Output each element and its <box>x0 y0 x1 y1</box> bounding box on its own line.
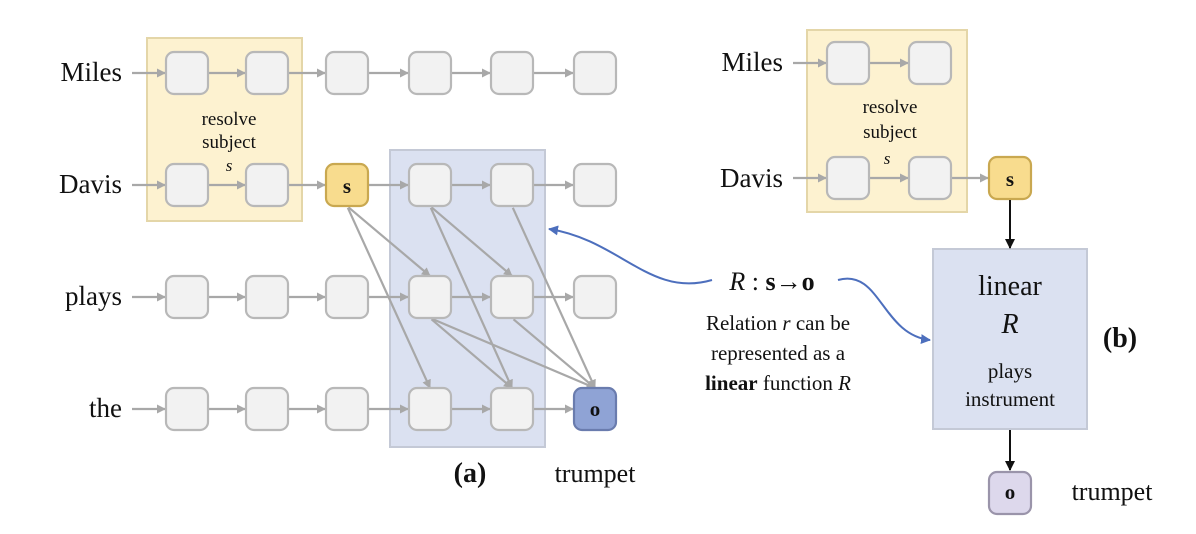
annotation-line1-var: r <box>782 311 791 335</box>
object-node-a <box>572 386 618 432</box>
hidden-state-node <box>407 386 453 432</box>
hidden-state-node <box>572 50 618 96</box>
hidden-state-node <box>572 162 618 208</box>
resolve-label-a-line1: resolve <box>202 109 257 130</box>
linear-box-title: linear <box>978 271 1042 302</box>
relation-formula-R: R <box>728 267 745 296</box>
hidden-state-node-b <box>907 155 953 201</box>
subject-node-label-a: s <box>343 174 351 198</box>
attention-arrow-5 <box>430 318 513 389</box>
object-node-b <box>987 470 1033 516</box>
panel-label-b: (b) <box>1103 323 1137 354</box>
hidden-state-node-b <box>907 40 953 86</box>
subject-node-b <box>987 155 1033 201</box>
linear-box-line4: instrument <box>965 387 1055 411</box>
attention-arrow-6 <box>431 317 596 390</box>
annotation-line3-bold: linear <box>705 371 758 395</box>
hidden-state-node <box>407 50 453 96</box>
linear-function-box <box>932 248 1088 430</box>
relation-formula: R : s→o <box>728 267 814 296</box>
hidden-state-node <box>324 274 370 320</box>
resolve-label-b-line2: subject <box>863 122 918 143</box>
hidden-state-node <box>164 274 210 320</box>
resolve-label-b-line1: resolve <box>863 97 918 118</box>
row-label-plays: plays <box>65 281 122 311</box>
subject-node-label-b: s <box>1006 167 1014 191</box>
attention-arrow-7 <box>512 318 596 389</box>
linear-box-line3: plays <box>988 359 1032 383</box>
annotation-line1: Relation r can be <box>706 311 850 335</box>
row-label-miles-b: Miles <box>721 47 783 77</box>
hidden-state-node <box>407 162 453 208</box>
hidden-state-node-b <box>825 40 871 86</box>
annotation-line2: represented as a <box>711 341 846 365</box>
attention-arrow-4 <box>511 207 597 389</box>
row-label-the: the <box>89 393 122 423</box>
hidden-state-node <box>572 274 618 320</box>
hidden-state-node <box>324 386 370 432</box>
hidden-state-node <box>244 386 290 432</box>
hidden-state-node <box>489 50 535 96</box>
resolve-symbol-b: s <box>884 149 891 168</box>
attention-arrow-2 <box>430 206 513 277</box>
row-label-davis: Davis <box>59 169 122 199</box>
annotation-line1-pre: Relation <box>706 311 782 335</box>
object-node-label-b: o <box>1005 480 1016 504</box>
panel-label-a: (a) <box>454 458 487 489</box>
relation-formula-s: s <box>766 267 776 296</box>
attention-arrow-3 <box>429 207 514 389</box>
curve-to-linear-box <box>837 277 931 345</box>
hidden-state-node <box>244 162 290 208</box>
row-label-miles: Miles <box>60 57 122 87</box>
annotation-line3-var: R <box>837 371 851 395</box>
relation-formula-arrow: → <box>776 267 802 296</box>
hidden-state-node <box>244 50 290 96</box>
object-node-label-a: o <box>590 397 601 421</box>
curve-to-relation-region <box>548 225 713 285</box>
linear-box-var: R <box>1000 309 1018 340</box>
relation-formula-o: o <box>802 267 815 296</box>
annotation-line3-mid: function <box>758 371 838 395</box>
hidden-state-node <box>489 162 535 208</box>
row-label-davis-b: Davis <box>720 163 783 193</box>
hidden-state-node <box>407 274 453 320</box>
annotation-line3: linear function R <box>705 371 851 395</box>
hidden-state-node <box>324 50 370 96</box>
hidden-state-node <box>164 386 210 432</box>
annotation-line1-post: can be <box>791 311 850 335</box>
output-word-b: trumpet <box>1072 477 1154 506</box>
hidden-state-node <box>164 162 210 208</box>
hidden-state-node <box>489 274 535 320</box>
output-word-a: trumpet <box>555 459 637 488</box>
subject-node-a <box>324 162 370 208</box>
hidden-state-node <box>244 274 290 320</box>
resolve-label-a-line2: subject <box>202 132 257 153</box>
attention-arrow-0 <box>347 206 431 277</box>
resolve-symbol-a: s <box>226 156 233 175</box>
hidden-state-node <box>164 50 210 96</box>
hidden-state-node-b <box>825 155 871 201</box>
relation-formula-colon: : <box>745 267 765 296</box>
attention-arrow-1 <box>346 207 432 389</box>
hidden-state-node <box>489 386 535 432</box>
